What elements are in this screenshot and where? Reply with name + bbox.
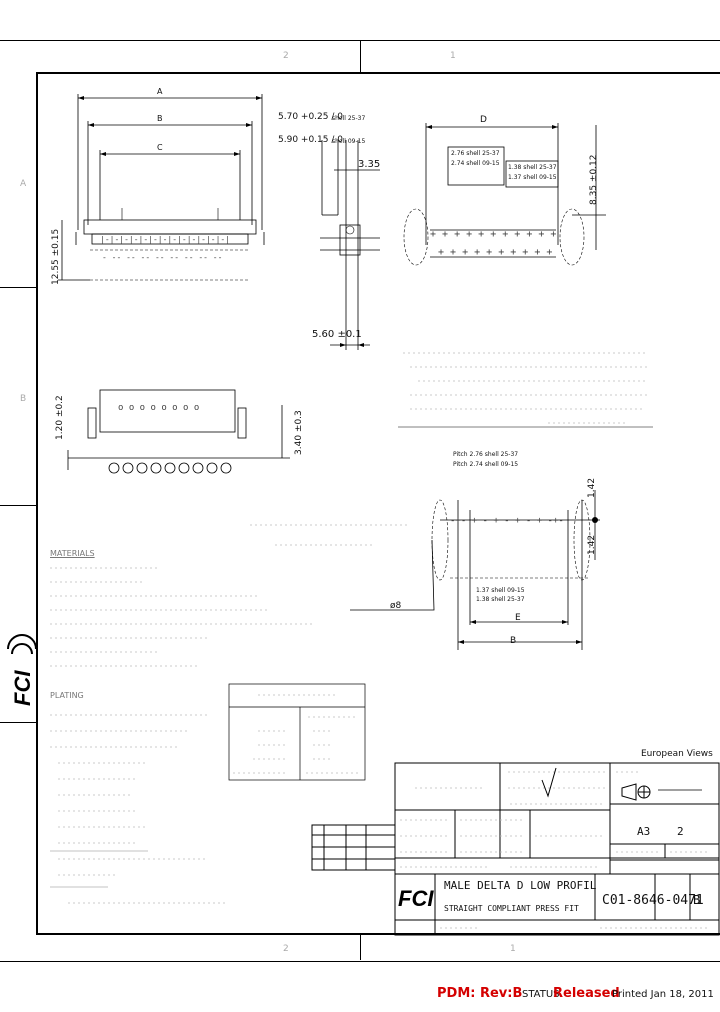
zone-left-a: A	[20, 179, 27, 189]
front-dim-a: A	[157, 87, 163, 96]
document-number: C01-8646-0471	[602, 893, 704, 908]
zone-divider-bottom	[360, 935, 361, 960]
zone-top-2: 2	[283, 51, 289, 61]
svg-text:- -- -- -- -- -- -- -- --: - -- -- -- -- -- -- -- --	[102, 253, 222, 262]
shell-dim-2: 5.90 +0.15 / 0	[278, 135, 343, 145]
svg-text:FCI: FCI	[398, 886, 434, 911]
zone-tick-left	[0, 287, 36, 288]
svg-text:FCI: FCI	[10, 670, 35, 706]
materials-text-faint	[50, 567, 313, 667]
drawing-frame	[36, 72, 720, 935]
zone-divider-top	[360, 40, 361, 72]
svg-text:o o o o o o o o: o o o o o o o o	[118, 403, 199, 413]
shell-dim-2-note: shell 09-15	[332, 138, 366, 145]
svg-text:+ + + + + + + + + + +: + + + + + + + + + + +	[430, 229, 556, 240]
side-view-drawing	[320, 140, 380, 350]
front-height-dim: 12.55 ±0.15	[51, 228, 61, 285]
pcb-dia: ø8	[390, 601, 402, 611]
shell-dim-1: 5.70 +0.25 / 0	[278, 112, 343, 122]
pcb-dim-e: E	[515, 613, 521, 623]
pitch-box-1a: 2.76 shell 25-37	[451, 150, 500, 157]
european-views-label: European Views	[641, 749, 713, 759]
title-line-1: MALE DELTA D LOW PROFIL	[444, 879, 597, 892]
printed-date: Printed Jan 18, 2011	[612, 989, 714, 1000]
title-line-2: STRAIGHT COMPLIANT PRESS FIT	[444, 904, 579, 913]
pin-dim-d: D	[480, 115, 487, 125]
pin-view-drawing: + + + + + + + + + + + + + + + + + + + + …	[403, 123, 606, 266]
pdm-revision: PDM: Rev:B	[437, 986, 523, 1001]
dim-5-60: 5.60 ±0.1	[312, 329, 362, 340]
pcb-hole-1: 1.37 shell 09-15	[476, 587, 525, 594]
pcb-dim-142-bottom: 1.42	[587, 534, 597, 555]
bottom-view-drawing: o o o o o o o o	[67, 389, 290, 474]
front-view-drawing: |-|-|-|-|-|-|-|-|-|-|-|-|-| - -- -- -- -…	[58, 94, 265, 281]
pcb-pitch-1: Pitch 2.76 shell 25-37	[453, 451, 519, 458]
revision-letter: B	[693, 893, 701, 907]
pcb-layout-drawing: -+- + - + - + - + -+-	[350, 490, 600, 650]
fci-logo: FCI	[398, 886, 434, 911]
zone-bottom-2: 2	[283, 944, 289, 954]
title-block-grid	[311, 762, 720, 936]
zone-tick-left-2	[0, 722, 36, 723]
pitch-box-1b: 2.74 shell 09-15	[451, 160, 500, 167]
materials-header: MATERIALS	[50, 549, 95, 558]
shell-dim-1-note: shell 25-37	[332, 115, 366, 122]
zone-divider-left	[0, 505, 36, 506]
front-dim-b: B	[157, 114, 163, 123]
pitch-box-2a: 1.38 shell 25-37	[508, 164, 557, 171]
center-note-faint	[250, 524, 410, 546]
status-label: STATUS	[522, 989, 560, 1000]
svg-text:-+- + - + - + - + -+-: -+- + - + - + - + -+-	[450, 516, 564, 526]
notes-text-faint	[50, 714, 228, 904]
svg-text:+ + + + + + + + + +: + + + + + + + + + +	[438, 247, 552, 258]
zone-left-b: B	[20, 394, 27, 404]
sheet-number: 2	[677, 825, 684, 838]
general-notes-faint	[398, 352, 653, 428]
pin-dim-right: 8.35 ±0.12	[589, 154, 599, 205]
front-dim-c: C	[157, 143, 163, 152]
fci-logo-vertical: FCI	[7, 634, 36, 706]
zone-bottom-1: 1	[510, 944, 516, 954]
pcb-dim-b: B	[510, 636, 517, 646]
pcb-dim-142-top: 1.42	[587, 477, 597, 498]
sheet-size: A3	[637, 825, 651, 838]
pcb-pitch-2: Pitch 2.74 shell 09-15	[453, 461, 519, 468]
notes-header: PLATING	[50, 691, 84, 700]
zone-top-1: 1	[450, 51, 456, 61]
pitch-box-2b: 1.37 shell 09-15	[508, 174, 557, 181]
variant-table	[228, 683, 366, 781]
bottom-dim-left: 1.20 ±0.2	[55, 395, 65, 440]
svg-text:|-|-|-|-|-|-|-|-|-|-|-|-|-|: |-|-|-|-|-|-|-|-|-|-|-|-|-|	[100, 235, 230, 244]
bottom-dim-right: 3.40 ±0.3	[294, 410, 304, 455]
pcb-hole-2: 1.38 shell 25-37	[476, 596, 525, 603]
dim-3-35: 3.35	[358, 159, 381, 170]
status-value: Released	[553, 986, 620, 1001]
